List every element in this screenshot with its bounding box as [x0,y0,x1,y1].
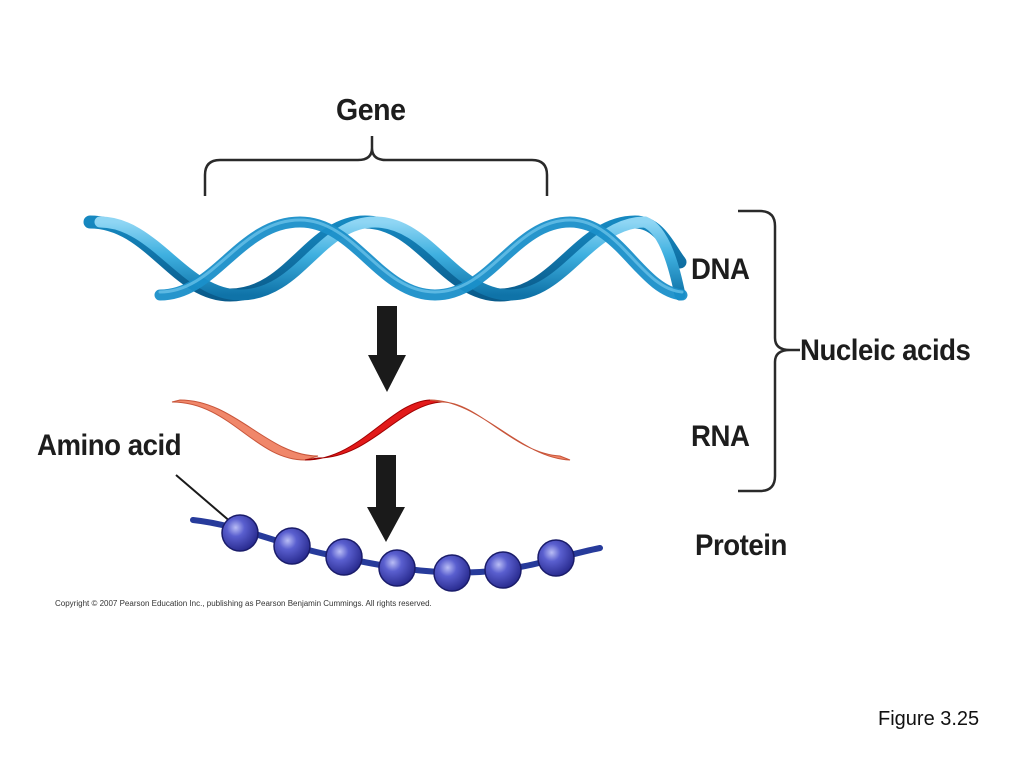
rna-strand-light-right [429,399,571,461]
rna-strand [171,399,571,461]
amino-acid-bead [325,538,363,576]
amino-acid-bead [221,514,259,552]
dna-strand-second [154,216,688,301]
arrow-dna-to-rna [368,306,406,392]
figure-label: Figure 3.25 [878,708,980,730]
amino-acid-bead [273,527,311,565]
amino-acid-bead [433,554,471,592]
amino-acid-bead [378,549,416,587]
gene-bracket [203,136,549,196]
rna-strand-highlight [304,399,443,461]
rna-label: RNA [691,420,750,453]
dna-strand-second-highlight [158,218,684,294]
amino-acid-bead [537,539,575,577]
amino-acid-label: Amino acid [37,429,182,462]
dna-label: DNA [691,253,750,286]
dna-strand-front [94,216,686,301]
protein-label: Protein [695,529,787,562]
gene-label: Gene [336,92,406,127]
amino-acid-pointer [175,474,233,524]
arrow-rna-to-protein [367,455,405,542]
amino-acid-bead [484,551,522,589]
rna-strand-light-left [171,399,319,461]
nucleic-acids-label: Nucleic acids [800,334,971,367]
dna-helix [83,215,688,302]
copyright-notice: Copyright © 2007 Pearson Education Inc.,… [55,599,432,608]
amino-acid-beads [221,514,575,592]
dna-strand-back [83,215,687,302]
nucleic-acids-bracket [738,209,800,493]
